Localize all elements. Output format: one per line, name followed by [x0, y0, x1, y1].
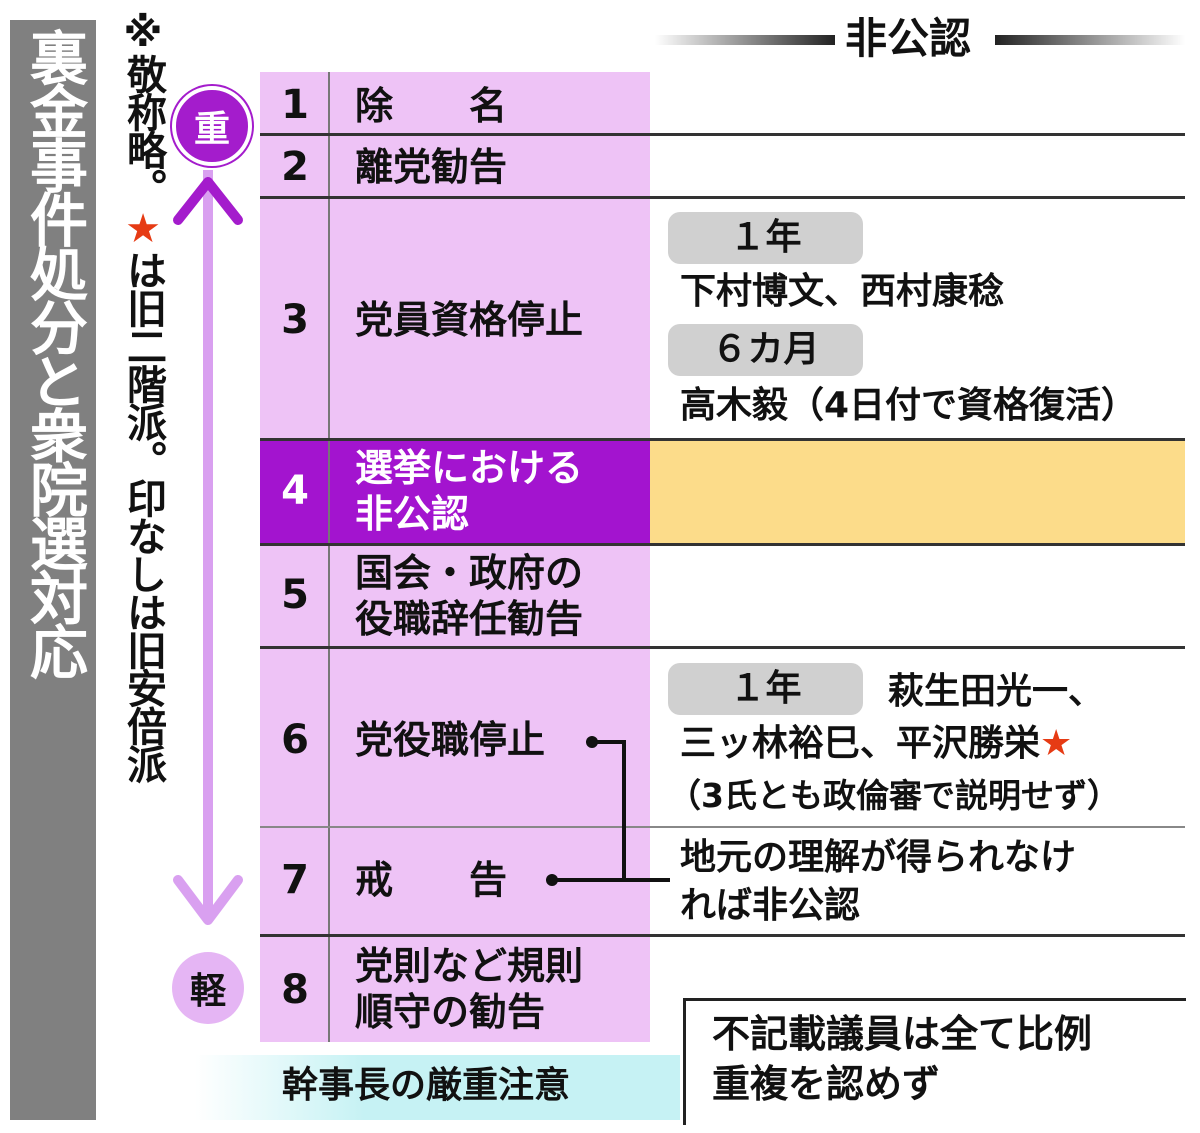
- severity-heavy-badge: 重: [172, 86, 252, 166]
- row-label: 除 名: [355, 84, 508, 128]
- row-number: 6: [281, 717, 309, 763]
- row-divider: [260, 646, 1185, 649]
- row-number: 3: [281, 297, 309, 343]
- row-divider: [260, 934, 1185, 937]
- row-number: 7: [281, 857, 309, 903]
- member-names: 下村博文、西村康稔: [680, 271, 1005, 312]
- row-label: 戒 告: [355, 858, 508, 902]
- footnote: ※敬称略。★は旧二階派。印なしは旧安倍派: [108, 10, 168, 782]
- severity-arrow: [173, 170, 243, 925]
- row-label: 離党勧告: [355, 145, 508, 189]
- column-divider: [328, 72, 330, 1042]
- member-names: 萩生田光一、: [888, 671, 1105, 712]
- duration-tag: １年: [668, 212, 863, 264]
- member-names-line2: 三ッ林裕巳、平沢勝栄: [680, 723, 1041, 764]
- bottom-right-line2: 重複を認めず: [712, 1062, 941, 1106]
- row-divider: [260, 196, 1185, 199]
- row-67-note-line2: れば非公認: [680, 885, 861, 926]
- row-4-right-highlight: [650, 441, 1185, 543]
- row-label-line2: 非公認: [355, 492, 470, 536]
- row-divider: [260, 133, 1185, 136]
- duration-tag: ６カ月: [668, 324, 863, 376]
- row-divider-thin: [260, 826, 1185, 828]
- star-icon: ★: [120, 206, 166, 250]
- row-number: 8: [281, 967, 309, 1013]
- duration-tag: １年: [668, 663, 863, 715]
- footnote-prefix: ※敬称略。: [120, 10, 166, 206]
- row-number: 2: [281, 144, 309, 190]
- title-bar: [10, 20, 96, 1120]
- bracket-connector: [546, 736, 670, 886]
- bottom-right-box: [683, 998, 1186, 1125]
- header-line-left: [655, 35, 835, 45]
- bottom-left-band: [195, 1055, 680, 1120]
- member-names: 三ッ林裕巳、平沢勝栄★: [680, 720, 1072, 768]
- row-divider: [260, 438, 1185, 441]
- page-title: 裏金事件処分と衆院選対応: [20, 28, 88, 676]
- footnote-suffix: は旧二階派。印なしは旧安倍派: [120, 250, 166, 782]
- severity-light-badge: 軽: [172, 952, 244, 1024]
- row-label-line1: 選挙における: [355, 446, 584, 490]
- row-divider: [260, 543, 1185, 546]
- row-label-line2: 役職辞任勧告: [355, 597, 584, 641]
- row-6-note: （3氏とも政倫審で説明せず）: [668, 776, 1120, 815]
- bottom-right-line1: 不記載議員は全て比例: [712, 1012, 1093, 1056]
- row-label: 党役職停止: [355, 718, 546, 762]
- header-line-right: [995, 35, 1185, 45]
- member-names: 高木毅（4日付で資格復活）: [680, 385, 1138, 426]
- header-label: 非公認: [845, 14, 972, 63]
- star-icon: ★: [1040, 723, 1073, 764]
- row-number: 5: [281, 572, 309, 618]
- bottom-left-label: 幹事長の厳重注意: [282, 1065, 571, 1106]
- row-4-highlight: [260, 441, 650, 543]
- row-number: 4: [281, 468, 309, 514]
- row-label-line1: 党則など規則: [355, 944, 584, 988]
- row-label: 党員資格停止: [355, 298, 584, 342]
- row-67-note-line1: 地元の理解が得られなけ: [680, 837, 1077, 878]
- row-number: 1: [281, 82, 309, 128]
- row-label-line2: 順守の勧告: [355, 990, 546, 1034]
- row-label-line1: 国会・政府の: [355, 551, 584, 595]
